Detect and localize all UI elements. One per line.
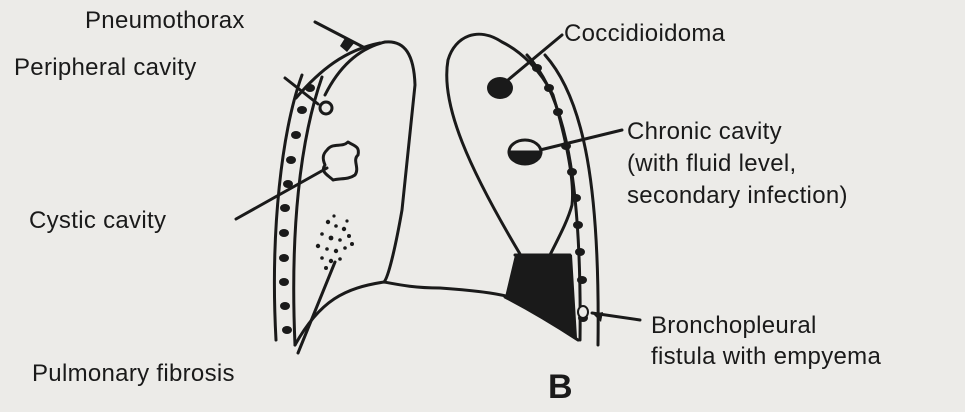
bronchopleural-fistula-opening bbox=[578, 306, 588, 318]
panel-letter: B bbox=[548, 368, 573, 407]
label-bronchopleural-line1: Bronchopleural bbox=[651, 312, 817, 340]
diaphragm-line bbox=[295, 282, 510, 345]
empyema-region bbox=[505, 255, 577, 338]
label-pulmonary-fibrosis: Pulmonary fibrosis bbox=[32, 360, 235, 388]
leader-pulmonary-fibrosis bbox=[298, 262, 335, 353]
peripheral-cavity-shape bbox=[320, 102, 332, 114]
leader-pneumothorax bbox=[315, 22, 365, 48]
left-lung-outline bbox=[325, 42, 415, 282]
cystic-cavity-shape bbox=[323, 142, 358, 180]
label-chronic-cavity-line3: secondary infection) bbox=[627, 182, 848, 210]
label-chronic-cavity-line1: Chronic cavity bbox=[627, 118, 782, 146]
leader-coccidioidoma bbox=[508, 35, 562, 80]
coccidioidoma-nodule bbox=[487, 77, 513, 99]
label-peripheral-cavity: Peripheral cavity bbox=[14, 54, 197, 82]
label-cystic-cavity: Cystic cavity bbox=[29, 207, 166, 235]
label-bronchopleural-line2: fistula with empyema bbox=[651, 343, 881, 371]
chronic-cavity-shape bbox=[509, 140, 541, 164]
label-chronic-cavity-line2: (with fluid level, bbox=[627, 150, 796, 178]
label-pneumothorax: Pneumothorax bbox=[85, 7, 245, 35]
label-coccidioidoma: Coccidioidoma bbox=[564, 20, 725, 48]
